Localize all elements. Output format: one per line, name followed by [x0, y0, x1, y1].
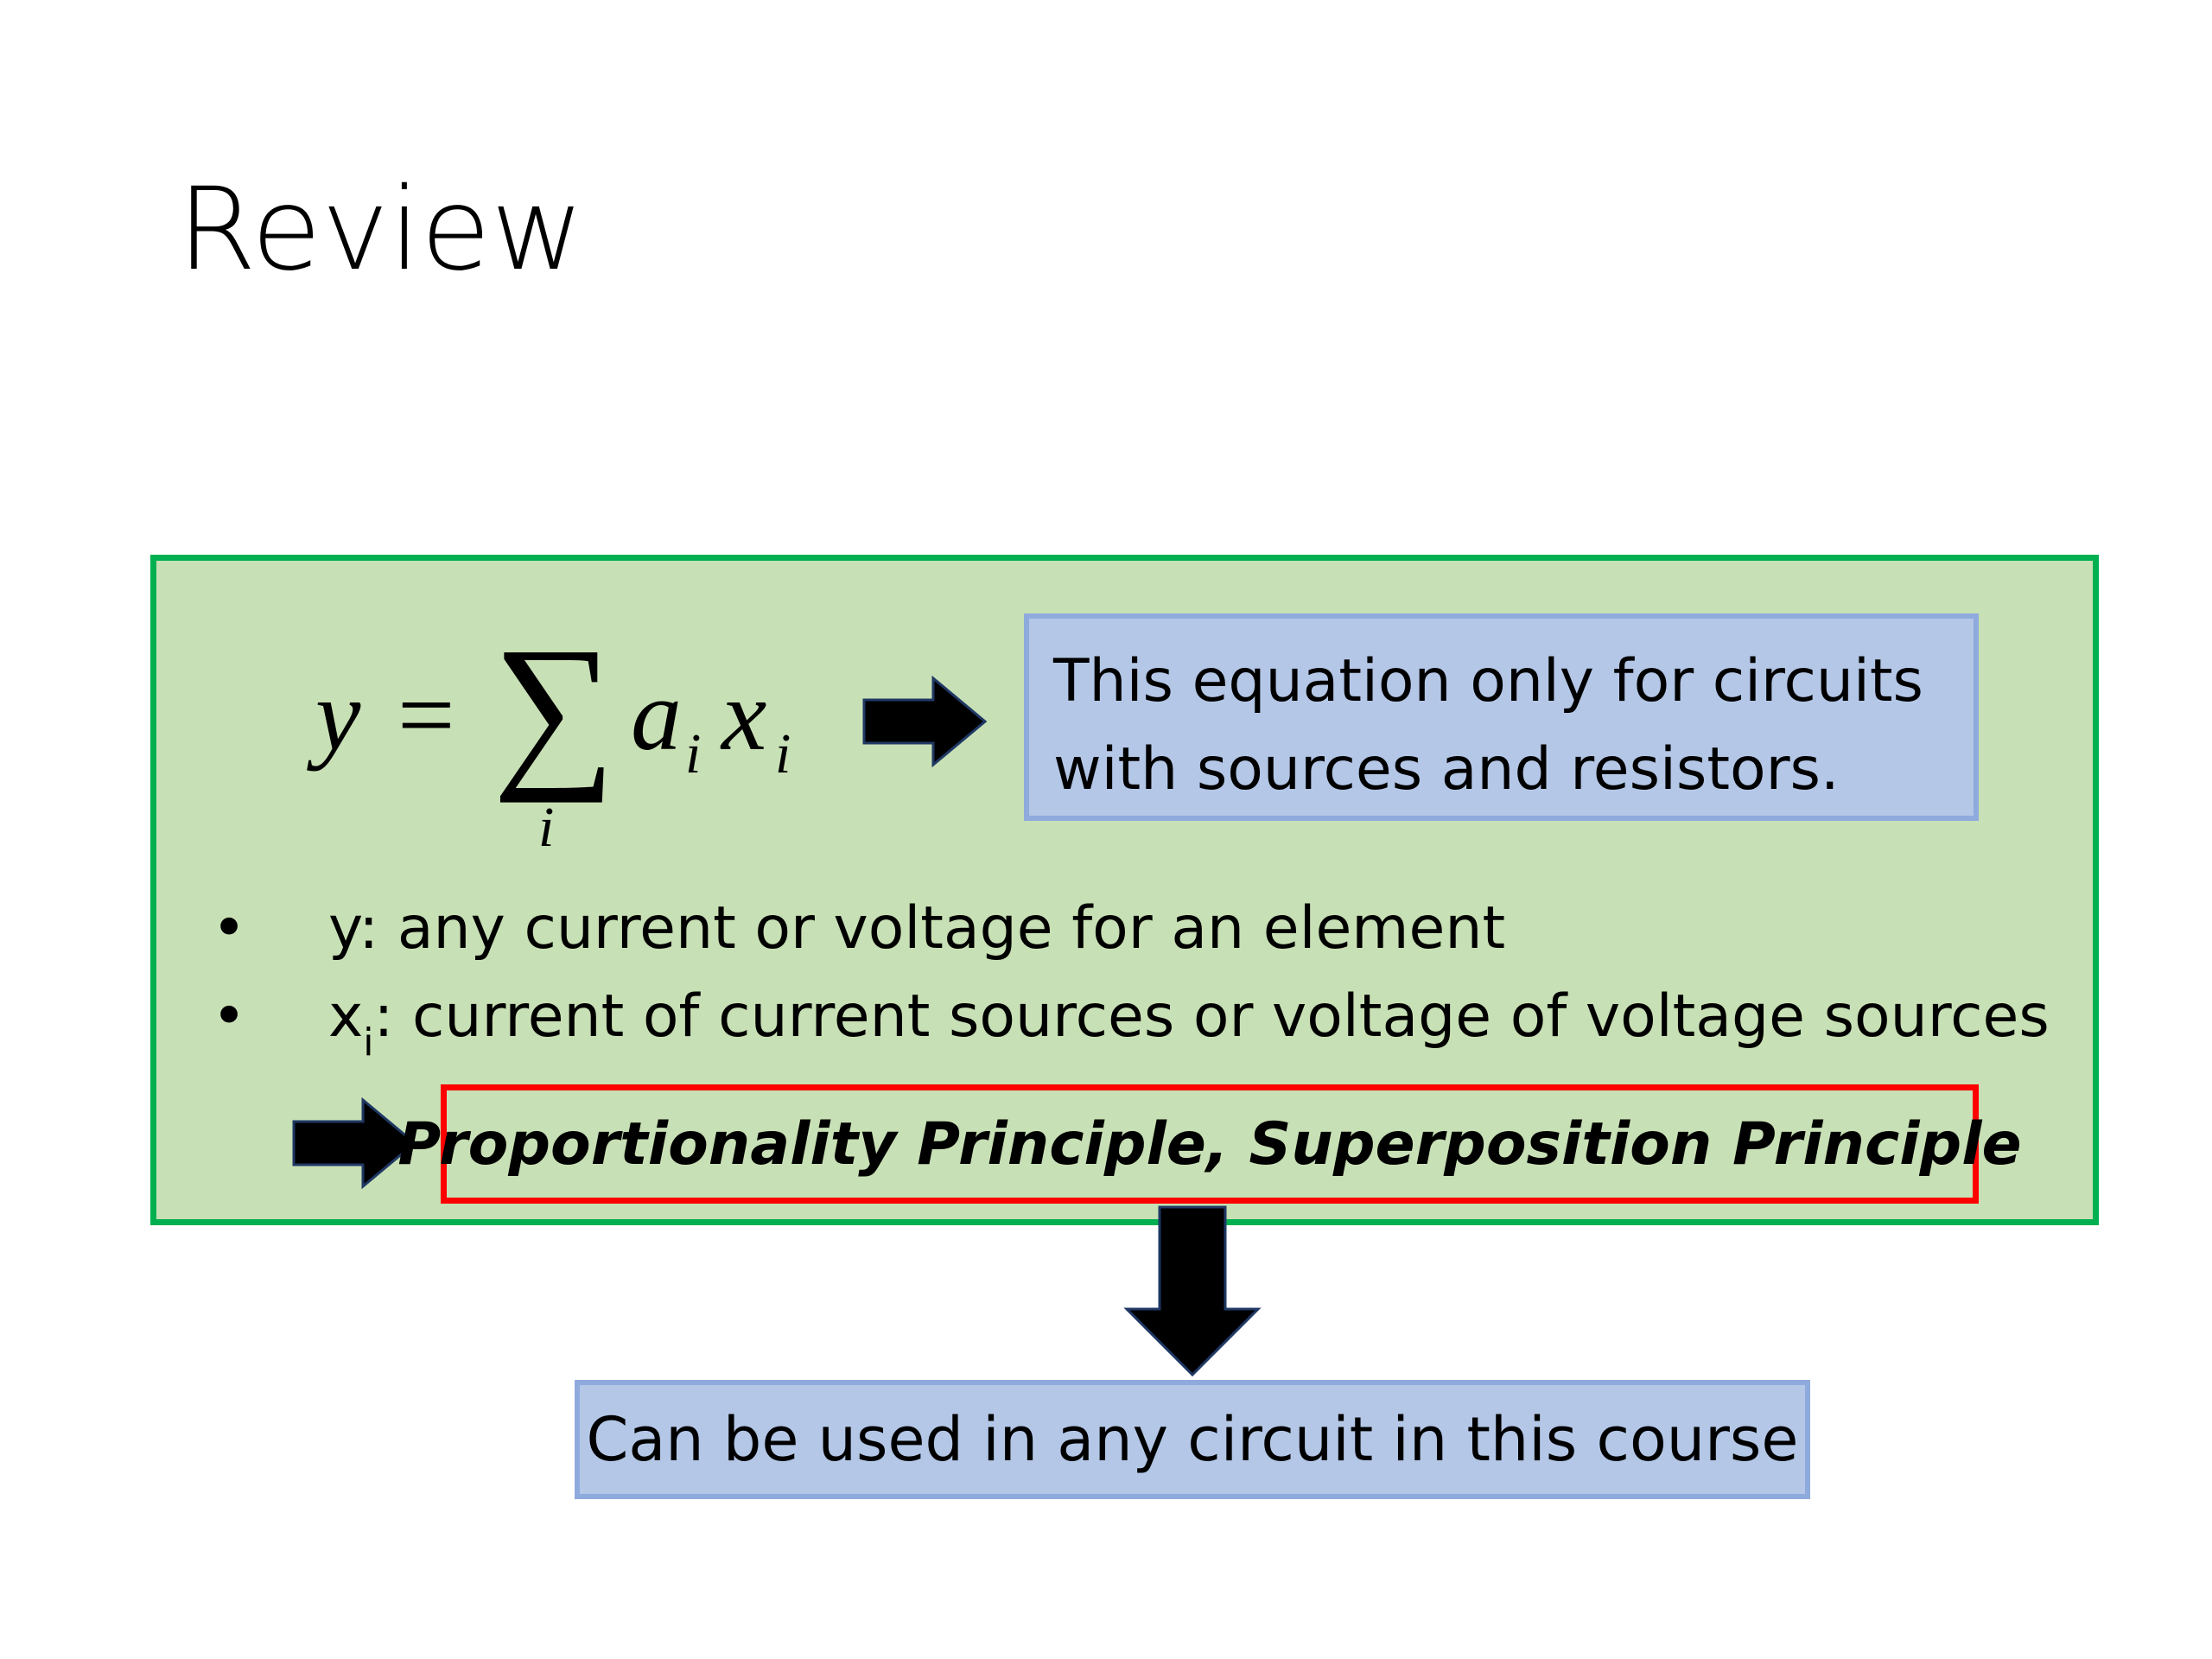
equation-note-box: This equation only for circuits with sou…: [1024, 613, 1979, 821]
equation-lhs: y: [315, 658, 361, 772]
right-arrow-icon: [862, 675, 988, 768]
bullet-variable: x: [328, 982, 364, 1051]
equation-coefficient: a: [631, 658, 682, 772]
conclusion-text: Can be used in any circuit in this cours…: [586, 1404, 1799, 1475]
right-arrow-icon: [292, 1096, 417, 1190]
down-arrow-icon: [1123, 1205, 1262, 1377]
principles-text: Proportionality Principle, Superposition…: [397, 1109, 2022, 1179]
bullet-variable: y: [328, 894, 359, 963]
conclusion-box: Can be used in any circuit in this cours…: [575, 1380, 1810, 1499]
bullet-text: : any current or voltage for an element: [359, 894, 1506, 963]
bullet-subscript: i: [363, 1020, 374, 1065]
summation-symbol: ∑: [493, 613, 616, 804]
variable-subscript: i: [775, 722, 791, 785]
equation-note-line-1: This equation only for circuits: [1053, 647, 1923, 715]
coefficient-subscript: i: [685, 722, 702, 785]
principles-box: Proportionality Principle, Superposition…: [397, 1084, 2022, 1204]
equation-note-line-2: with sources and resistors.: [1053, 735, 1840, 804]
slide-title: Review: [177, 163, 584, 296]
equation-variable: x: [721, 658, 767, 772]
bullet-marker: •: [212, 982, 247, 1051]
bullet-text: : current of current sources or voltage …: [373, 982, 2050, 1051]
superposition-equation: y = ∑ i a i x i: [315, 622, 817, 881]
summation-index: i: [538, 796, 555, 859]
bullet-marker: •: [212, 894, 247, 963]
equation-equals: =: [397, 658, 455, 772]
